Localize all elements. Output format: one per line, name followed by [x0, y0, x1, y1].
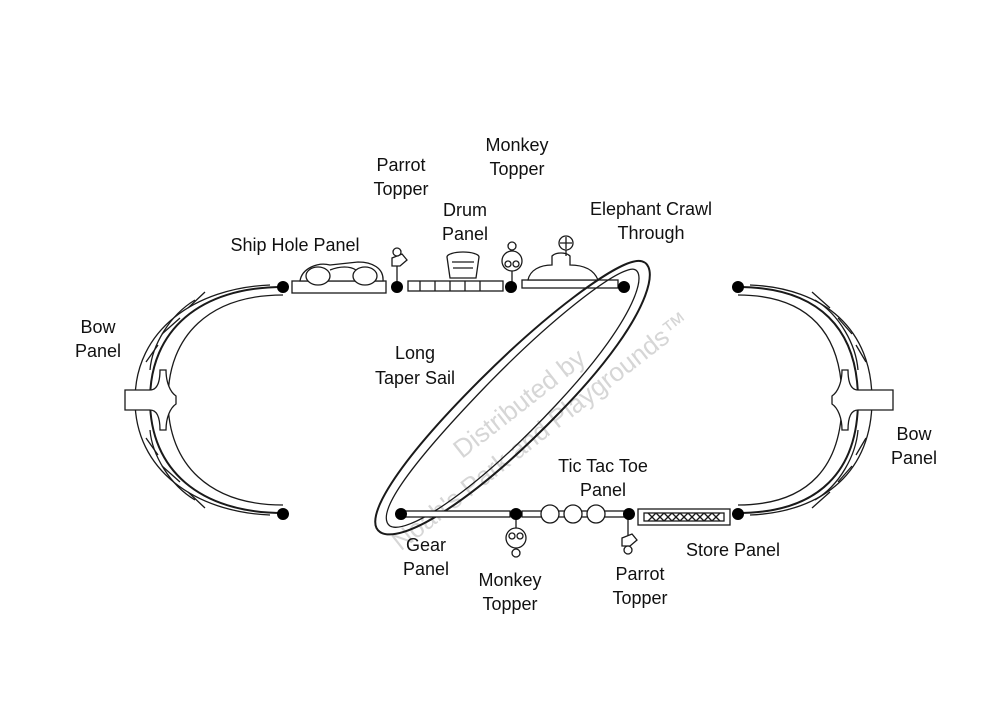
bow-panel-left — [124, 284, 284, 516]
post — [277, 508, 289, 520]
post — [391, 281, 403, 293]
gear-panel-label-2: Panel — [403, 559, 449, 579]
post — [395, 508, 407, 520]
drum-panel-label-1: Drum — [443, 200, 487, 220]
long-taper-sail-label-1: Long — [395, 343, 435, 363]
post — [618, 281, 630, 293]
parrot-topper-top-icon — [391, 247, 408, 286]
parrot-topper-bottom-label-1: Parrot — [615, 564, 664, 584]
monkey-topper-bottom-icon — [505, 518, 527, 558]
parrot-topper-bottom-label-2: Topper — [612, 588, 667, 608]
elephant-crawl-through-shape — [521, 235, 619, 289]
post — [732, 281, 744, 293]
store-panel-shape — [637, 508, 731, 526]
gear-panel-shape — [404, 510, 511, 518]
bow-panel-right-label-2: Panel — [891, 448, 937, 468]
posts — [277, 281, 744, 520]
tic-tac-toe-label-2: Panel — [580, 480, 626, 500]
long-taper-sail-shape — [374, 259, 651, 536]
parrot-topper-top-label-2: Topper — [373, 179, 428, 199]
monkey-topper-bottom-label-2: Topper — [482, 594, 537, 614]
post — [505, 281, 517, 293]
ship-hole-panel-label: Ship Hole Panel — [230, 235, 359, 255]
drum-panel-label-2: Panel — [442, 224, 488, 244]
drum-panel-shape — [407, 251, 504, 292]
post — [623, 508, 635, 520]
tic-tac-toe-label-1: Tic Tac Toe — [558, 456, 648, 476]
parrot-topper-top-label-1: Parrot — [376, 155, 425, 175]
post — [732, 508, 744, 520]
bow-panel-left-label-1: Bow — [80, 317, 116, 337]
monkey-topper-top-label-1: Monkey — [485, 135, 548, 155]
monkey-topper-bottom-label-1: Monkey — [478, 570, 541, 590]
monkey-topper-top-label-2: Topper — [489, 159, 544, 179]
monkey-topper-top-icon — [501, 241, 523, 284]
elephant-crawl-label-1: Elephant Crawl — [590, 199, 712, 219]
ship-hole-panel-shape — [291, 261, 387, 294]
long-taper-sail-label-2: Taper Sail — [375, 368, 455, 388]
bow-panel-right — [737, 284, 894, 516]
post — [277, 281, 289, 293]
tic-tac-toe-panel-shape — [521, 504, 625, 524]
elephant-crawl-label-2: Through — [617, 223, 684, 243]
bow-panel-left-label-2: Panel — [75, 341, 121, 361]
gear-panel-label-1: Gear — [406, 535, 446, 555]
post — [510, 508, 522, 520]
bow-panel-right-label-1: Bow — [896, 424, 932, 444]
labels: Bow Panel Bow Panel Ship Hole Panel Parr… — [75, 135, 937, 614]
parrot-topper-bottom-icon — [621, 518, 638, 555]
store-panel-label: Store Panel — [686, 540, 780, 560]
